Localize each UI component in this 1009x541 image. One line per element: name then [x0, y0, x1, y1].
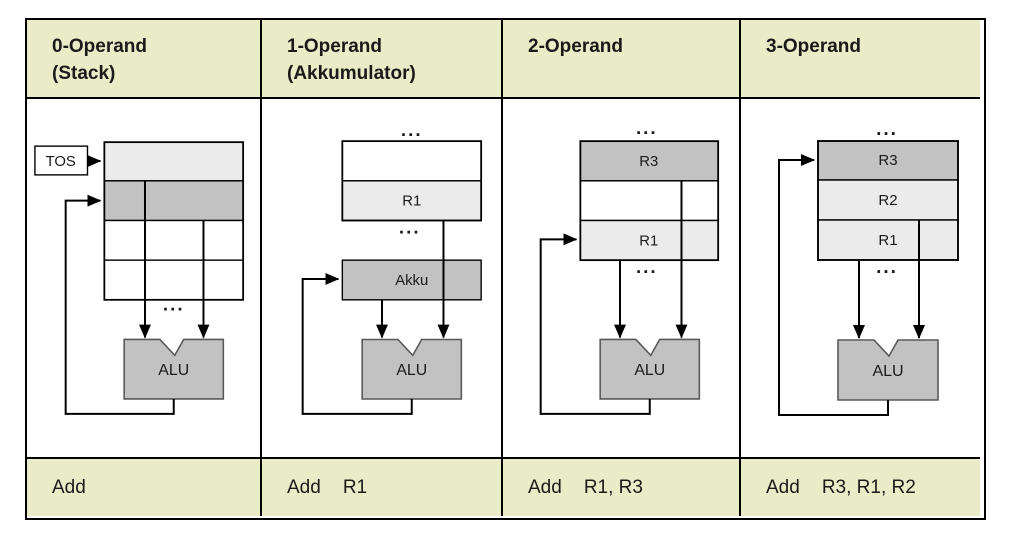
- result-feedback-line: [539, 233, 651, 415]
- alu-box: [123, 338, 225, 400]
- stack-cell-second: [103, 180, 244, 222]
- instruction-cell-stack: Add: [27, 457, 262, 516]
- register-outline: [579, 140, 720, 262]
- register-box: [817, 140, 959, 261]
- column-title: 1-Operand: [287, 36, 383, 57]
- instruction-operands: R1, R3: [583, 476, 643, 498]
- register-label-r3: R3: [878, 152, 897, 169]
- stack-cell-empty: [103, 259, 244, 301]
- stack-cell-tos: [103, 141, 244, 182]
- instruction-cell-2-operand: Add R1, R3: [503, 457, 741, 516]
- register-label-r3: R3: [639, 154, 658, 170]
- result-feedback-line: [301, 273, 413, 415]
- alu-label: ALU: [872, 363, 903, 380]
- column-title: 2-Operand: [528, 36, 624, 57]
- column-subtitle: (Stack): [52, 63, 116, 84]
- register-outline: [817, 140, 959, 261]
- stack-cell-empty: [103, 219, 244, 261]
- stack-outline: [103, 141, 245, 301]
- instruction-operands: R1: [342, 476, 368, 498]
- instruction-mnemonic: Add: [528, 476, 562, 498]
- header-cell-1-operand: 1-Operand (Akkumulator): [262, 20, 503, 99]
- instruction-mnemonic: Add: [766, 476, 800, 498]
- header-cell-3-operand: 3-Operand: [741, 20, 980, 99]
- diagram-cell-3-operand: ... R3 R2 R1 ... ALU: [741, 99, 980, 457]
- instruction-cell-3-operand: Add R3, R1, R2: [741, 457, 980, 516]
- register-box: [341, 140, 483, 222]
- tos-label: TOS: [46, 154, 76, 170]
- alu-label: ALU: [158, 362, 189, 379]
- akku-box: [341, 259, 482, 301]
- header-cell-2-operand: 2-Operand: [503, 20, 741, 99]
- register-label-r1: R1: [402, 194, 421, 210]
- ellipsis: ...: [163, 294, 185, 315]
- alu-box: [837, 339, 939, 401]
- diagram-cell-2-operand: ... R3 R1 ... ALU: [503, 99, 741, 457]
- ellipsis: ...: [399, 216, 421, 237]
- result-feedback-line: [778, 154, 889, 416]
- register-label-r1: R1: [878, 232, 897, 249]
- column-subtitle: (Akkumulator): [287, 63, 416, 84]
- stack-machine-diagram: TOS ... ALU: [34, 141, 245, 415]
- register-label-r1: R1: [639, 233, 658, 249]
- register-cell-empty: [341, 140, 482, 182]
- akku-label: Akku: [395, 273, 428, 289]
- column-title: 0-Operand: [52, 36, 148, 57]
- ellipsis: ...: [876, 119, 898, 140]
- instruction-operands: R3, R1, R2: [821, 476, 916, 498]
- instruction-mnemonic: Add: [52, 476, 86, 498]
- ellipsis: ...: [636, 117, 658, 138]
- diagram-cell-akkumulator: ... R1 ... Akku ALU: [262, 99, 503, 457]
- register-outline: [341, 140, 483, 222]
- header-cell-0-operand: 0-Operand (Stack): [27, 20, 262, 99]
- tos-box: [34, 145, 89, 176]
- column-title: 3-Operand: [766, 36, 862, 57]
- register-cell-empty: [579, 180, 719, 222]
- ellipsis: ...: [401, 119, 423, 140]
- alu-box: [361, 338, 463, 400]
- accumulator-machine-diagram: ... R1 ... Akku ALU: [301, 119, 483, 415]
- register-box: [579, 140, 720, 262]
- alu-label: ALU: [634, 362, 665, 379]
- isa-comparison-table: 0-Operand (Stack) 1-Operand (Akkumulator…: [25, 18, 986, 520]
- three-operand-machine-diagram: ... R3 R2 R1 ... ALU: [778, 119, 959, 416]
- ellipsis: ...: [636, 256, 658, 277]
- ellipsis: ...: [876, 257, 898, 278]
- stack-box: [103, 141, 245, 301]
- result-feedback-line: [64, 194, 175, 415]
- instruction-mnemonic: Add: [287, 476, 321, 498]
- register-label-r2: R2: [878, 192, 897, 209]
- diagram-cell-stack: TOS ... ALU: [27, 99, 262, 457]
- instruction-cell-akkumulator: Add R1: [262, 457, 503, 516]
- alu-box: [599, 338, 701, 400]
- two-operand-machine-diagram: ... R3 R1 ... ALU: [539, 117, 720, 415]
- alu-label: ALU: [396, 362, 427, 379]
- register-cell-r1: [579, 219, 719, 261]
